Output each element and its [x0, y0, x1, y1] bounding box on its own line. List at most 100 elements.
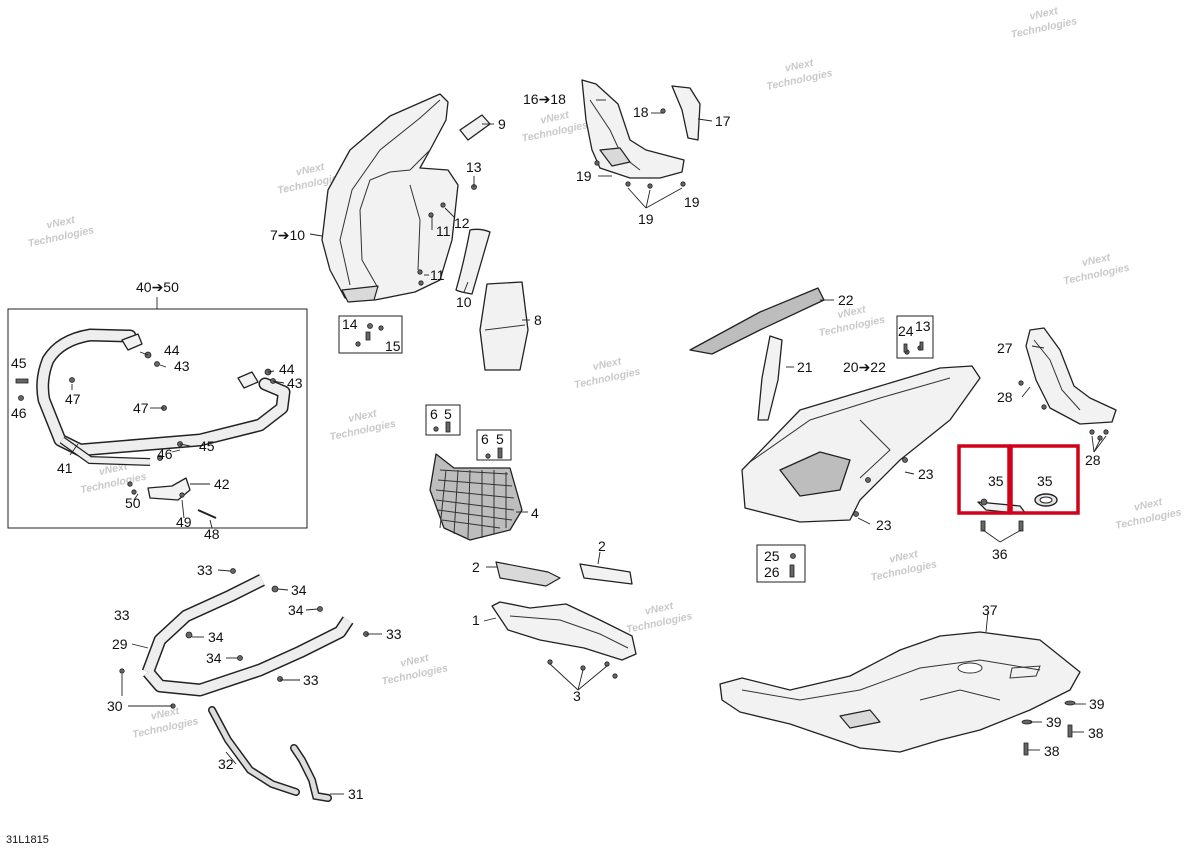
- callout-1[interactable]: 1: [472, 612, 480, 628]
- rear-rail-29[interactable]: [141, 574, 354, 697]
- callout-5[interactable]: 5: [496, 431, 504, 447]
- watermark: vNext: [45, 214, 76, 232]
- skid-plate-37[interactable]: [719, 631, 1081, 753]
- callout-25[interactable]: 25: [764, 548, 780, 564]
- panel-8[interactable]: [479, 281, 529, 371]
- callout-37[interactable]: 37: [982, 602, 998, 618]
- callout-10[interactable]: 10: [456, 294, 472, 310]
- callout-33[interactable]: 33: [386, 626, 402, 642]
- callout-41[interactable]: 41: [57, 460, 73, 476]
- side-panel-20-22[interactable]: [741, 365, 981, 523]
- callout-44[interactable]: 44: [279, 361, 295, 377]
- callout-48[interactable]: 48: [204, 526, 220, 542]
- callout-32[interactable]: 32: [218, 756, 234, 772]
- trim-21[interactable]: [757, 335, 783, 421]
- grille-4[interactable]: [429, 453, 523, 541]
- callout-36[interactable]: 36: [992, 546, 1008, 562]
- callout-12[interactable]: 12: [454, 215, 470, 231]
- callout-2[interactable]: 2: [472, 559, 480, 575]
- strut-32[interactable]: [208, 706, 300, 796]
- callout-6[interactable]: 6: [481, 431, 489, 447]
- callout-47[interactable]: 47: [133, 400, 149, 416]
- callout-43[interactable]: 43: [174, 358, 190, 374]
- callout-43[interactable]: 43: [287, 375, 303, 391]
- callout-40-50[interactable]: 40➔50: [136, 279, 179, 295]
- callout-21[interactable]: 21: [797, 359, 813, 375]
- callout-42[interactable]: 42: [214, 476, 230, 492]
- rear-bracket-27[interactable]: [1025, 327, 1117, 425]
- callout-5[interactable]: 5: [444, 406, 452, 422]
- callout-47[interactable]: 47: [65, 391, 81, 407]
- kit-box-24-13: [896, 315, 934, 359]
- callout-46[interactable]: 46: [157, 446, 173, 462]
- callout-8[interactable]: 8: [534, 312, 542, 328]
- callout-9[interactable]: 9: [498, 116, 506, 132]
- callout-50[interactable]: 50: [125, 495, 141, 511]
- callout-2[interactable]: 2: [598, 538, 606, 554]
- highlight-box-35b[interactable]: [1009, 444, 1080, 515]
- part-35-right[interactable]: [1034, 493, 1058, 507]
- highlight-box-35a[interactable]: [957, 444, 1011, 515]
- callout-24[interactable]: 24: [898, 323, 914, 339]
- trim-22[interactable]: [689, 287, 825, 355]
- callout-49[interactable]: 49: [176, 514, 192, 530]
- callout-28[interactable]: 28: [1085, 452, 1101, 468]
- light-bar-9[interactable]: [459, 114, 491, 141]
- watermark: vNext: [295, 161, 326, 179]
- trim-17[interactable]: [671, 85, 701, 141]
- callout-23[interactable]: 23: [918, 466, 934, 482]
- callout-27[interactable]: 27: [997, 340, 1013, 356]
- callout-23[interactable]: 23: [876, 517, 892, 533]
- callout-38[interactable]: 38: [1088, 725, 1104, 741]
- callout-33[interactable]: 33: [114, 607, 130, 623]
- callout-33[interactable]: 33: [303, 672, 319, 688]
- strip-2a[interactable]: [495, 561, 561, 587]
- callout-11[interactable]: 11: [430, 267, 445, 283]
- callout-34[interactable]: 34: [288, 602, 304, 618]
- callout-35[interactable]: 35: [1037, 473, 1053, 489]
- callout-18[interactable]: 18: [633, 104, 649, 120]
- strut-31[interactable]: [290, 744, 332, 802]
- callout-34[interactable]: 34: [208, 629, 224, 645]
- callout-38[interactable]: 38: [1044, 743, 1060, 759]
- callout-3[interactable]: 3: [573, 688, 581, 704]
- callout-19[interactable]: 19: [576, 168, 592, 184]
- front-bumper-41[interactable]: [36, 328, 291, 466]
- lower-shield-1[interactable]: [491, 601, 637, 661]
- callout-15[interactable]: 15: [385, 338, 401, 354]
- callout-4[interactable]: 4: [531, 505, 539, 521]
- bracket-16-18[interactable]: [581, 79, 685, 179]
- callout-17[interactable]: 17: [715, 113, 731, 129]
- callout-28[interactable]: 28: [997, 389, 1013, 405]
- callout-22[interactable]: 22: [838, 292, 854, 308]
- callout-35[interactable]: 35: [988, 473, 1004, 489]
- callout-20-22[interactable]: 20➔22: [843, 359, 886, 375]
- callout-7-10[interactable]: 7➔10: [270, 227, 305, 243]
- callout-30[interactable]: 30: [107, 698, 123, 714]
- callout-39[interactable]: 39: [1089, 696, 1105, 712]
- side-panel-10[interactable]: [455, 228, 491, 295]
- callout-26[interactable]: 26: [764, 564, 780, 580]
- callout-33[interactable]: 33: [197, 562, 213, 578]
- front-fascia-assembly[interactable]: [321, 93, 459, 303]
- callout-46[interactable]: 46: [11, 405, 27, 421]
- callout-13[interactable]: 13: [915, 318, 931, 334]
- callout-19[interactable]: 19: [638, 211, 654, 227]
- callout-39[interactable]: 39: [1046, 714, 1062, 730]
- callout-6[interactable]: 6: [430, 406, 438, 422]
- callout-29[interactable]: 29: [112, 636, 128, 652]
- watermark: vNext: [539, 109, 570, 127]
- callout-45[interactable]: 45: [199, 438, 215, 454]
- callout-19[interactable]: 19: [684, 194, 700, 210]
- callout-44[interactable]: 44: [164, 342, 180, 358]
- callout-13[interactable]: 13: [466, 159, 482, 175]
- callout-45[interactable]: 45: [11, 355, 27, 371]
- callout-16-18[interactable]: 16➔18: [523, 91, 566, 107]
- callout-34[interactable]: 34: [291, 582, 307, 598]
- strip-2b[interactable]: [579, 563, 633, 585]
- callout-31[interactable]: 31: [348, 786, 364, 802]
- callout-14[interactable]: 14: [342, 316, 358, 332]
- callout-34[interactable]: 34: [206, 650, 222, 666]
- callout-11[interactable]: 11: [436, 223, 451, 239]
